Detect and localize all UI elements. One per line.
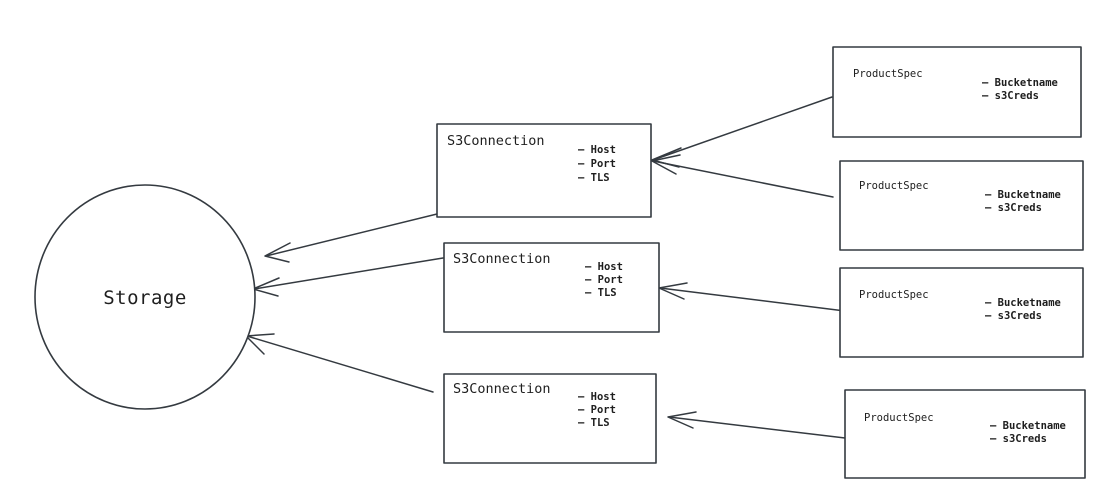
storage-circle [34, 184, 256, 410]
node-attribute: – s3Creds [985, 202, 1042, 214]
arrowhead-icon [667, 411, 697, 429]
edge-spec3-conn2[interactable] [658, 282, 846, 312]
edge-line [265, 213, 438, 257]
node-attribute: – TLS [578, 172, 610, 184]
edge-line [652, 160, 834, 198]
edge-conn3-storage[interactable] [245, 333, 434, 393]
node-attribute: – s3Creds [982, 90, 1039, 102]
storage-label: Storage [103, 287, 187, 309]
node-frame [839, 267, 1084, 358]
edge-spec2-conn1[interactable] [651, 154, 834, 198]
node-title: S3Connection [453, 381, 551, 397]
node-attribute: – Bucketname [985, 189, 1061, 201]
node-attribute: – Bucketname [990, 420, 1066, 432]
edge-line [652, 96, 833, 161]
node-frame [436, 123, 652, 218]
s3connection-node-2[interactable]: S3Connection – Host – Port – TLS [443, 242, 660, 333]
node-title: ProductSpec [859, 180, 929, 192]
productspec-node-4[interactable]: ProductSpec – Bucketname – s3Creds [844, 389, 1086, 479]
node-attribute: – Port [578, 158, 616, 170]
arrowhead-icon [264, 242, 291, 263]
productspec-node-1[interactable]: ProductSpec – Bucketname – s3Creds [832, 46, 1082, 138]
storage-node[interactable]: Storage [34, 184, 256, 410]
productspec-node-3[interactable]: ProductSpec – Bucketname – s3Creds [839, 267, 1084, 358]
node-attribute: – TLS [585, 287, 617, 299]
node-title: ProductSpec [859, 289, 929, 301]
node-attribute: – Bucketname [985, 297, 1061, 309]
node-attribute: – Host [578, 144, 616, 156]
node-frame [844, 389, 1086, 479]
s3connection-node-3[interactable]: S3Connection – Host – Port – TLS [443, 373, 657, 464]
edge-spec1-conn1[interactable] [651, 96, 833, 168]
node-title: S3Connection [447, 133, 545, 149]
edge-line [253, 257, 444, 290]
productspec-node-2[interactable]: ProductSpec – Bucketname – s3Creds [839, 160, 1084, 251]
node-title: ProductSpec [853, 68, 923, 80]
edge-conn1-storage[interactable] [264, 213, 438, 263]
node-attribute: – Bucketname [982, 77, 1058, 89]
node-attribute: – s3Creds [990, 433, 1047, 445]
node-frame [832, 46, 1082, 138]
arrowhead-icon [651, 154, 681, 175]
node-title: S3Connection [453, 251, 551, 267]
node-frame [839, 160, 1084, 251]
edge-spec4-conn3[interactable] [667, 411, 846, 439]
node-title: ProductSpec [864, 412, 934, 424]
s3connection-node-1[interactable]: S3Connection – Host – Port – TLS [436, 123, 652, 218]
node-frame [443, 242, 660, 333]
edge-conn2-storage[interactable] [252, 257, 444, 297]
node-frame [443, 373, 657, 464]
node-attribute: – Port [578, 404, 616, 416]
node-attribute: – TLS [578, 417, 610, 429]
edge-line [659, 287, 846, 312]
node-attribute: – Port [585, 274, 623, 286]
node-attribute: – Host [585, 261, 623, 273]
node-attribute: – s3Creds [985, 310, 1042, 322]
edge-line [246, 335, 434, 393]
node-attribute: – Host [578, 391, 616, 403]
edge-line [668, 416, 846, 439]
